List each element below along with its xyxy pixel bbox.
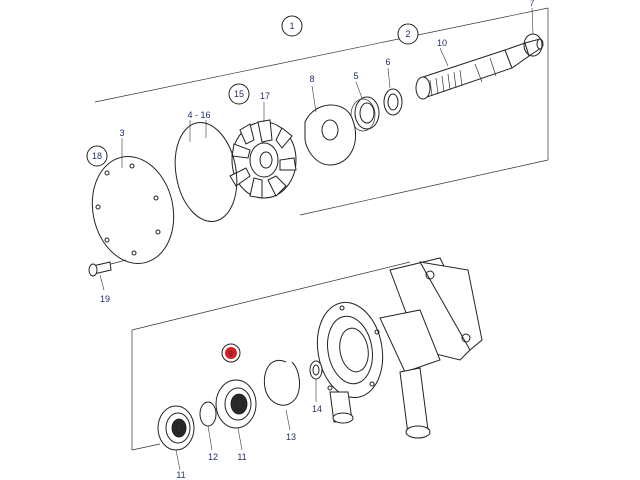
part-label-6[interactable]: 6 — [385, 57, 390, 67]
callout-15[interactable]: 15 — [228, 83, 250, 105]
svg-text:9: 9 — [229, 351, 233, 358]
callout-1[interactable]: 1 — [281, 15, 303, 37]
cam-plate-8 — [304, 104, 357, 166]
seal-14 — [309, 360, 323, 380]
bearing-11-lower — [157, 405, 195, 451]
part-label-14[interactable]: 14 — [312, 404, 322, 414]
part-label-17[interactable]: 17 — [260, 91, 270, 101]
part-label-8[interactable]: 8 — [309, 74, 314, 84]
pump-housing — [316, 257, 483, 439]
part-label-5[interactable]: 5 — [353, 71, 358, 81]
impeller-17 — [229, 119, 297, 199]
part-label-11-b[interactable]: 11 — [237, 452, 246, 462]
callout-2[interactable]: 2 — [397, 23, 419, 45]
screw-19 — [88, 259, 127, 277]
part-label-12[interactable]: 12 — [208, 452, 218, 462]
part-label-13[interactable]: 13 — [286, 432, 296, 442]
gasket-4-16 — [174, 121, 238, 223]
svg-text:2: 2 — [405, 29, 410, 39]
ring-12 — [199, 401, 217, 427]
part-label-4-16[interactable]: 4 - 16 — [187, 110, 210, 120]
part-label-7[interactable]: 7 — [529, 0, 534, 8]
circled-callouts: 1 2 15 18 9 — [86, 15, 419, 363]
seal-6 — [383, 88, 403, 116]
pump-shaft — [415, 38, 544, 100]
part-label-19[interactable]: 19 — [100, 294, 110, 304]
part-label-11[interactable]: 11 — [176, 470, 185, 480]
bearing-5 — [350, 96, 380, 132]
leader-lines — [99, 7, 534, 471]
part-numbers: 3 4 - 16 5 6 7 8 10 11 11 12 13 14 17 19 — [100, 0, 535, 480]
svg-text:15: 15 — [234, 89, 244, 99]
lower-assembly-frame — [131, 261, 411, 451]
part-label-3[interactable]: 3 — [119, 128, 124, 138]
callout-18[interactable]: 18 — [86, 145, 108, 167]
part-label-10[interactable]: 10 — [437, 38, 447, 48]
svg-text:1: 1 — [289, 21, 294, 31]
svg-text:18: 18 — [92, 151, 102, 161]
pump-cover-3 — [91, 156, 175, 264]
upper-assembly-frame — [94, 7, 549, 216]
bearing-11 — [215, 379, 257, 429]
callout-9[interactable]: 9 — [221, 343, 241, 363]
circlip-13 — [263, 359, 300, 406]
